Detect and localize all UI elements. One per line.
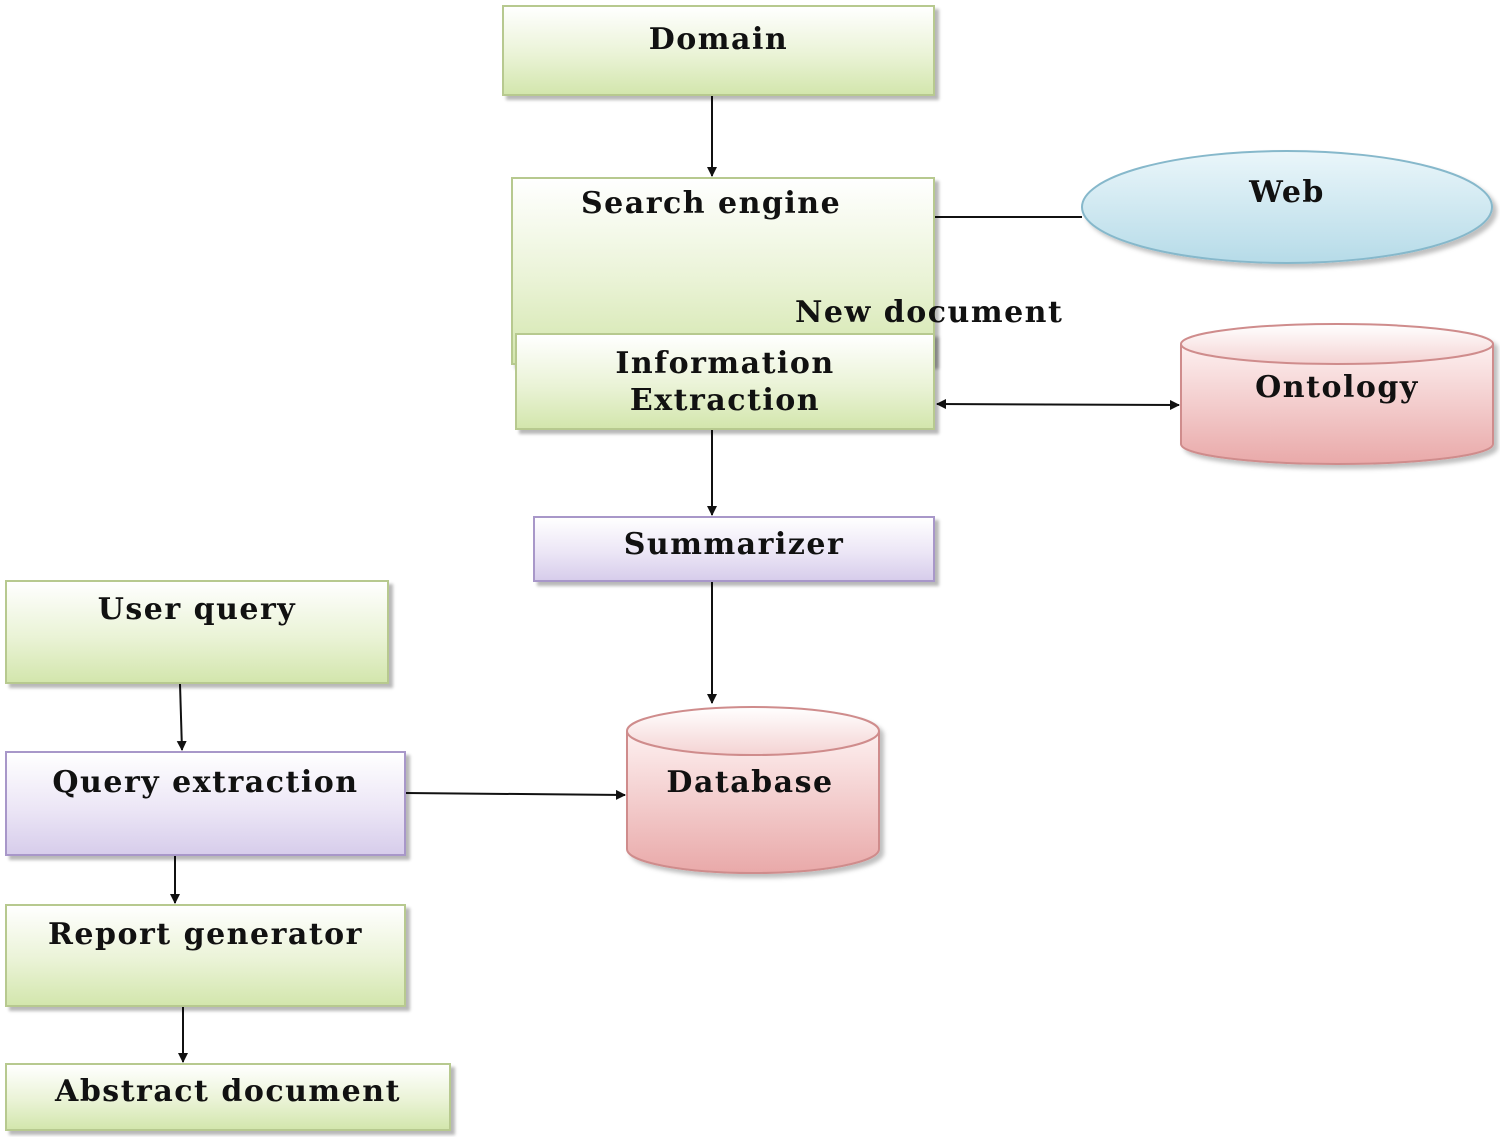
domain-label: Domain [648,22,789,57]
arrow-user-query-to-query-extraction [176,683,187,751]
domain-node: Domain [502,5,935,96]
search-engine-label: Search engine [581,186,842,221]
report-generator-label: Report generator [48,917,363,952]
web-ellipse [1081,150,1493,264]
user-query-node: User query [5,580,389,684]
query-extraction-node: Query extraction [5,751,406,856]
ontology-label: Ontology [1255,370,1419,405]
user-query-label: User query [97,592,297,627]
abstract-document-label: Abstract document [55,1074,401,1109]
web-label: Web [1248,175,1325,210]
database-cylinder [626,706,880,874]
summarizer-label: Summarizer [623,527,845,562]
query-extraction-label: Query extraction [52,765,359,800]
summarizer-node: Summarizer [533,516,935,582]
arrow-information-extraction-ontology [936,399,1180,410]
database-label: Database [666,765,833,800]
information-extraction-label: Information Extraction [615,346,835,418]
new-document-label: New document [795,295,1064,330]
ontology-cylinder [1180,323,1494,465]
abstract-document-node: Abstract document [5,1063,451,1131]
information-extraction-node: Information Extraction [515,333,935,430]
arrow-query-extraction-to-database [405,789,626,800]
report-generator-node: Report generator [5,904,406,1007]
